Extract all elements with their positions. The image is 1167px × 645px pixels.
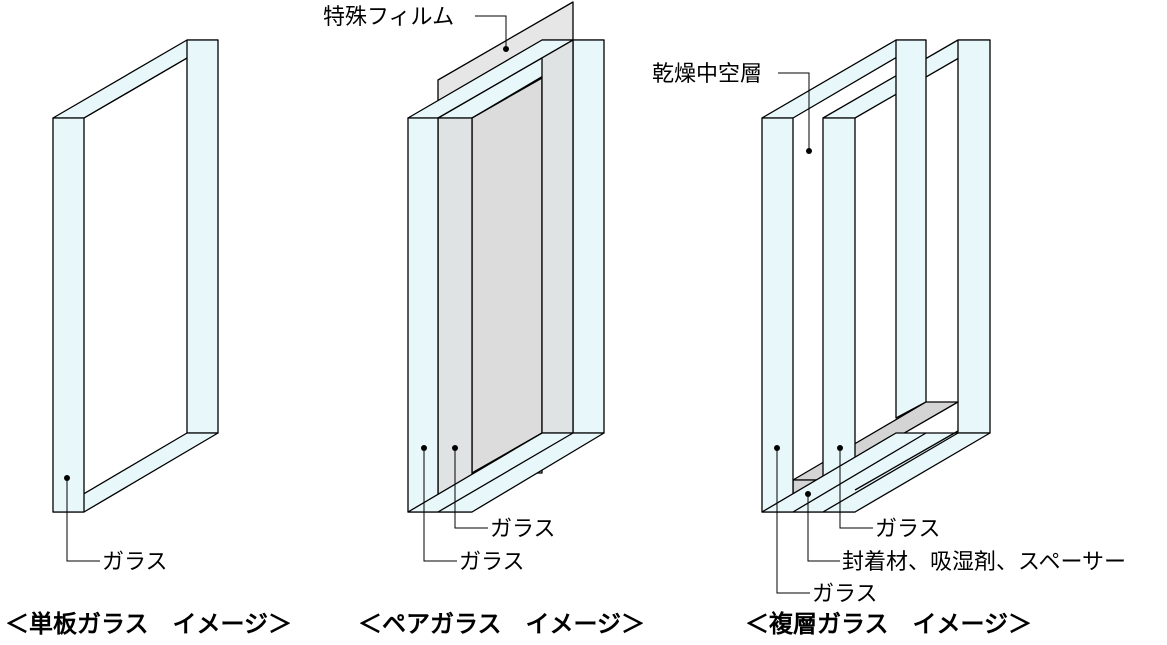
single-glass-label: ガラス: [102, 550, 168, 575]
multi-glass-caption: ＜複層ガラス イメージ＞: [745, 610, 1032, 638]
pair-film-right: [541, 39, 574, 434]
pair-glass-figure: 特殊フィルム ガラス ガラス: [323, 1, 605, 575]
multi-outer-glass-label: ガラス: [812, 582, 878, 607]
pair-glass-caption: ＜ペアガラス イメージ＞: [358, 610, 645, 638]
multi-sealant-label: 封着材、吸湿剤、スペーサー: [842, 550, 1126, 575]
multi-inner-glass-leader: [839, 448, 873, 529]
single-glass-caption: ＜単板ガラス イメージ＞: [5, 610, 292, 638]
multi-air-leader: [778, 72, 810, 151]
single-pane-side-face: [186, 39, 219, 434]
single-glass-leader: [66, 478, 100, 562]
multi-back-side-face: [957, 39, 991, 434]
single-glass-figure: ガラス: [52, 39, 219, 575]
multi-outer-glass-leader: [776, 448, 810, 594]
multi-front-side-face: [895, 39, 927, 419]
multi-bottom-line-2: [822, 432, 959, 513]
pair-back-side-face: [572, 39, 605, 434]
multi-bottom-face: [761, 432, 991, 513]
pair-outer-glass-leader: [423, 448, 457, 562]
multi-air-label: 乾燥中空層: [652, 62, 762, 87]
single-pane-inner-line: [83, 57, 188, 119]
multi-back-front-edge: [822, 117, 856, 513]
pair-front-edge: [407, 117, 439, 513]
single-pane-front-edge: [52, 117, 85, 513]
pair-film-label: 特殊フィルム: [323, 5, 454, 30]
pair-film-bottom-line: [471, 432, 543, 474]
pair-film-panel: [471, 77, 543, 474]
multi-inner-glass-label: ガラス: [875, 517, 941, 542]
pair-film-leader: [475, 15, 507, 49]
multi-glass-figure: 乾燥中空層 ガラス 封着材、吸湿剤、スペーサー ガラス: [652, 39, 1126, 607]
pair-inner-glass-leader: [454, 448, 488, 529]
pair-inner-glass-label: ガラス: [490, 517, 556, 542]
multi-bottom-line-3: [854, 430, 959, 491]
multi-bottom-line-1: [792, 432, 927, 513]
pair-bottom-line: [437, 432, 574, 513]
multi-sealant-leader: [807, 494, 840, 562]
pair-outer-glass-label: ガラス: [459, 550, 525, 575]
